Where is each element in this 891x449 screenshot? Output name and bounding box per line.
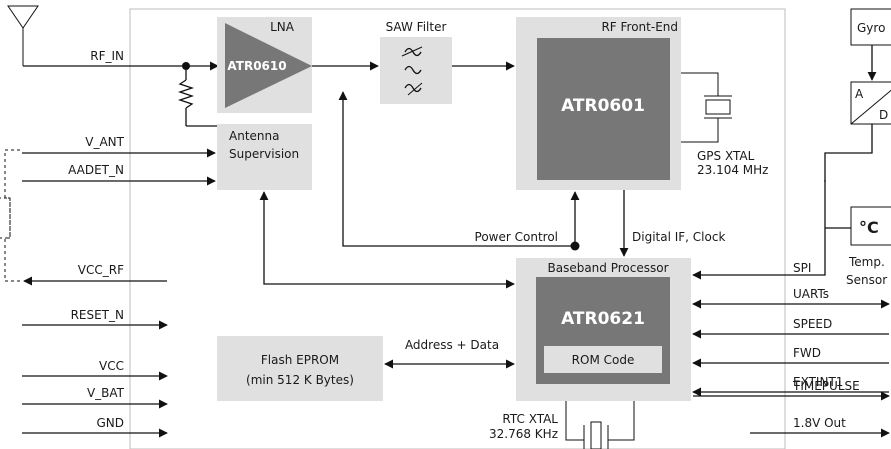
vcc-rf-label: VCC_RF bbox=[78, 263, 124, 277]
adc-diagonal bbox=[850, 89, 891, 125]
lna-title: LNA bbox=[270, 20, 295, 34]
external-component bbox=[0, 197, 11, 239]
gyro-block bbox=[850, 8, 891, 46]
rf-chip bbox=[537, 38, 670, 180]
v-bat-label: V_BAT bbox=[87, 386, 125, 400]
rf-in-label: RF_IN bbox=[90, 49, 124, 63]
spi-label: SPI bbox=[793, 261, 811, 275]
address-data-label: Address + Data bbox=[405, 338, 499, 352]
fwd-label: FWD bbox=[793, 346, 821, 360]
antenna-icon bbox=[7, 5, 39, 66]
temp-label-2: Sensor bbox=[846, 273, 887, 287]
speed-label: SPEED bbox=[793, 317, 832, 331]
flash-eprom-label-2: (min 512 K Bytes) bbox=[246, 373, 354, 387]
baseband-title: Baseband Processor bbox=[547, 261, 668, 275]
baseband-chip-label: ATR0621 bbox=[561, 309, 645, 329]
temp-symbol: °C bbox=[859, 218, 879, 237]
antenna-supervision-block bbox=[217, 124, 312, 190]
rtc-xtal-label: RTC XTAL bbox=[502, 412, 558, 426]
external-bracket bbox=[4, 149, 20, 282]
rtc-xtal-freq: 32.768 KHz bbox=[489, 427, 558, 441]
power-control-label: Power Control bbox=[475, 230, 558, 244]
saw-filter-icon bbox=[401, 46, 423, 96]
lna-amplifier bbox=[225, 23, 312, 108]
adc-a-label: A bbox=[855, 87, 864, 101]
rf-chip-label: ATR0601 bbox=[561, 96, 645, 116]
adc-d-label: D bbox=[879, 108, 888, 122]
saw-block bbox=[380, 37, 452, 104]
flash-eprom-label-1: Flash EPROM bbox=[261, 353, 339, 367]
rtc-crystal-icon bbox=[565, 401, 635, 449]
vcc-label: VCC bbox=[99, 359, 124, 373]
uarts-label: UARTs bbox=[793, 287, 829, 301]
adc-to-spi bbox=[824, 124, 873, 182]
gnd-label: GND bbox=[96, 416, 124, 430]
gps-crystal-icon bbox=[681, 72, 732, 143]
rom-code-label: ROM Code bbox=[572, 353, 635, 367]
temp-sensor-block bbox=[850, 206, 891, 246]
spi-wire bbox=[692, 180, 826, 280]
gps-xtal-label: GPS XTAL bbox=[697, 149, 755, 163]
saw-title: SAW Filter bbox=[386, 20, 447, 34]
extint1-label: EXTINT1 bbox=[793, 375, 843, 389]
lna-chip-label: ATR0610 bbox=[227, 59, 286, 73]
gyro-label: Gyro bbox=[857, 21, 885, 35]
out18-label: 1.8V Out bbox=[793, 416, 846, 430]
antenna-supervision-label-2: Supervision bbox=[229, 147, 299, 161]
resistor-icon bbox=[177, 66, 217, 127]
gps-xtal-freq: 23.104 MHz bbox=[697, 163, 768, 177]
rom-code-block bbox=[544, 346, 662, 373]
power-control-junction bbox=[570, 241, 580, 251]
aadet-n-label: AADET_N bbox=[68, 163, 124, 177]
antsup-baseband-wire bbox=[259, 191, 515, 289]
adc-block bbox=[850, 81, 891, 125]
digital-if-label: Digital IF, Clock bbox=[632, 230, 725, 244]
module-outline bbox=[129, 8, 786, 449]
flash-eprom-block bbox=[217, 336, 383, 401]
v-ant-label: V_ANT bbox=[85, 135, 124, 149]
rf-frontend-title: RF Front-End bbox=[601, 20, 678, 34]
antenna-supervision-label-1: Antenna bbox=[229, 129, 279, 143]
reset-n-label: RESET_N bbox=[71, 308, 124, 322]
temp-label-1: Temp. bbox=[848, 255, 885, 269]
timepulse-text: TIMEPULSE bbox=[792, 379, 860, 393]
